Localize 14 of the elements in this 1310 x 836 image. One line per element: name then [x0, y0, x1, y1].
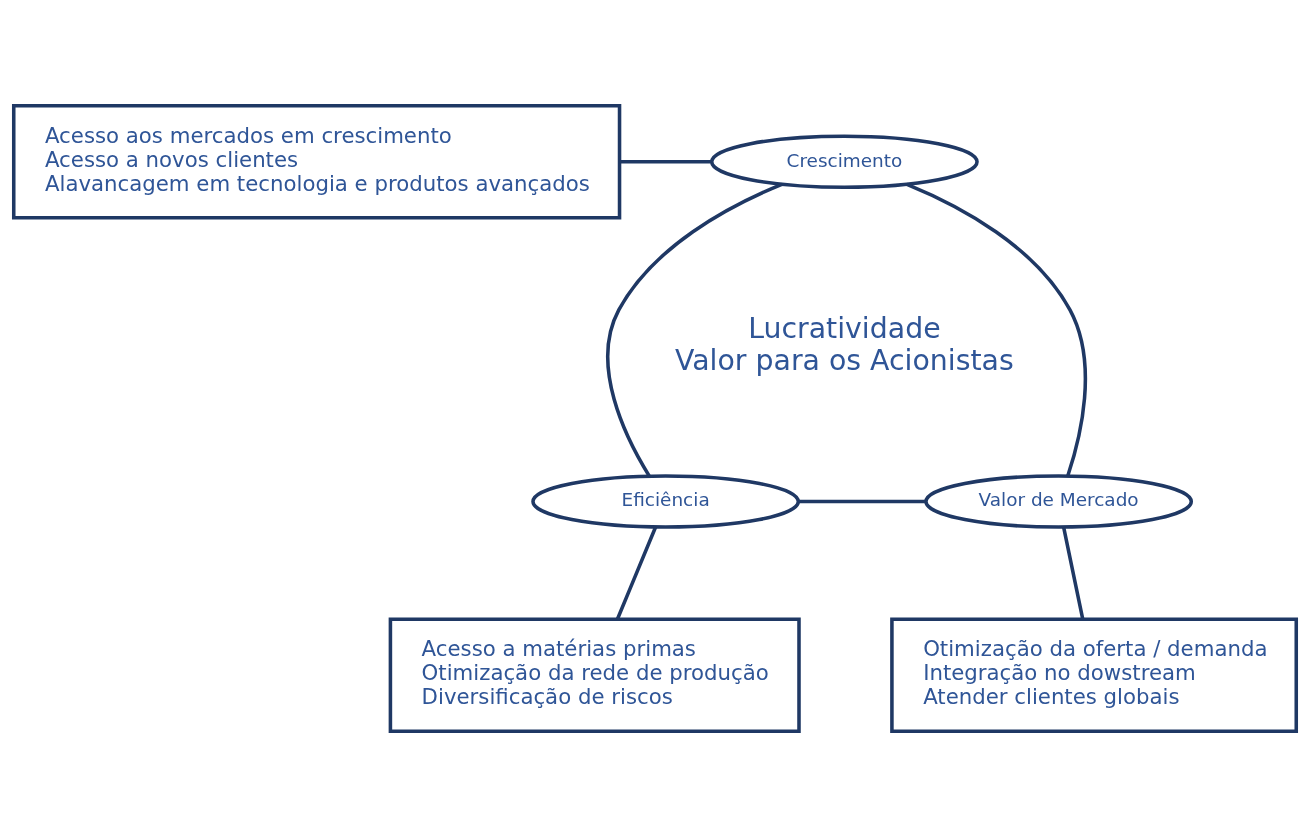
connector	[606, 182, 783, 477]
node-box: Acesso aos mercados em crescimento Acesso a novos clientes Alavancagem em tecnologia e produtos avançados	[11, 103, 622, 220]
connector	[798, 499, 926, 503]
node-ellipse: Valor de Mercado	[924, 473, 1194, 529]
node-ellipse: Crescimento	[709, 133, 979, 189]
node-ellipse: Eficiência	[531, 473, 801, 529]
connector	[1061, 526, 1085, 620]
connector	[619, 159, 712, 163]
node-box: Otimização da oferta / demanda Integração no dowstream Atender clientes globais	[890, 616, 1299, 733]
label: Lucratividade	[748, 311, 941, 345]
node-box: Acesso a matérias primas Otimização da rede de produção Diversificação de riscos	[388, 616, 801, 733]
label: Valor para os Acionistas	[675, 343, 1014, 377]
connector	[615, 525, 658, 620]
connector	[906, 182, 1088, 476]
